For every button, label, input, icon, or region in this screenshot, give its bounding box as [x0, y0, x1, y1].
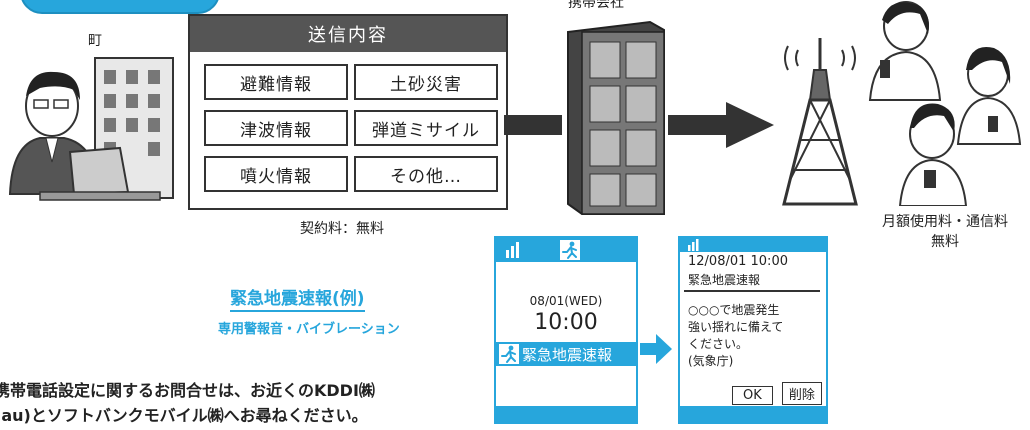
header-tab — [20, 0, 220, 14]
content-item-landslide: 土砂災害 — [354, 64, 498, 100]
signal-icon — [688, 239, 699, 251]
phone2-message-line: (気象庁) — [688, 354, 734, 368]
phone1-bottom-bar — [496, 406, 636, 422]
phone2-heading: 緊急地震速報 — [688, 273, 761, 287]
content-item-eruption: 噴火情報 — [204, 156, 348, 192]
example-subtitle: 専用警報音・バイブレーション — [218, 322, 400, 337]
phone2-message-line: ○○○で地震発生 — [688, 303, 780, 317]
phone2-message-line: ください。 — [688, 337, 749, 351]
phone1-alert-banner: 緊急地震速報 — [496, 342, 636, 366]
phone2-status-bar — [680, 238, 826, 252]
people-illustration — [868, 1, 1022, 206]
delete-button[interactable]: 削除 — [781, 382, 822, 405]
content-item-other: その他… — [354, 156, 498, 192]
carrier-label: 携帯会社 — [568, 0, 624, 11]
content-box: 送信内容 避難情報 土砂災害 津波情報 弾道ミサイル 噴火情報 その他… — [188, 14, 508, 210]
phone1-date: 08/01(WED) — [529, 294, 603, 308]
signal-icon — [506, 242, 519, 258]
phone2-message: ○○○で地震発生 強い揺れに備えて ください。 (気象庁) — [688, 302, 783, 370]
phone2-datetime: 12/08/01 10:00 — [688, 254, 788, 269]
evacuation-runner-icon — [499, 344, 519, 364]
phone1-alert-text: 緊急地震速報 — [522, 346, 613, 364]
phone1-time: 10:00 — [534, 310, 598, 335]
monthly-fee-line2: 無料 — [931, 234, 959, 250]
footer-line2: (au)とソフトバンクモバイル㈱へお尋ねください。 — [0, 406, 368, 425]
broadcast-tower-icon — [782, 38, 858, 206]
flow-arrow — [504, 102, 774, 148]
phone-screen-alert: 08/01(WED) 10:00 緊急地震速報 — [494, 236, 638, 424]
content-item-evacuation: 避難情報 — [204, 64, 348, 100]
phone2-message-line: 強い揺れに備えて — [688, 320, 784, 334]
content-item-tsunami: 津波情報 — [204, 110, 348, 146]
phone2-bottom-bar — [680, 406, 826, 422]
monthly-fee-label: 月額使用料・通信料 無料 — [870, 212, 1020, 252]
footer-note: 携帯電話設定に関するお問合せは、お近くのKDDI㈱ (au)とソフトバンクモバイ… — [0, 378, 375, 428]
carrier-server-illustration — [567, 20, 665, 215]
content-item-missile: 弾道ミサイル — [354, 110, 498, 146]
phone2-button-row: OK 削除 — [732, 382, 822, 405]
phone2-divider — [684, 290, 820, 292]
town-label: 町 — [88, 33, 102, 49]
phone1-status-bar — [496, 238, 636, 262]
town-official-illustration — [8, 57, 174, 201]
ok-button[interactable]: OK — [732, 386, 773, 405]
phone-transition-arrow — [640, 334, 672, 364]
monthly-fee-line1: 月額使用料・通信料 — [882, 214, 1008, 230]
phone-screen-message: 12/08/01 10:00 緊急地震速報 ○○○で地震発生 強い揺れに備えて … — [678, 236, 828, 424]
content-box-title: 送信内容 — [190, 16, 506, 52]
contract-fee-label: 契約料：無料 — [300, 221, 384, 237]
evacuation-runner-icon — [560, 240, 580, 260]
footer-line1: 携帯電話設定に関するお問合せは、お近くのKDDI㈱ — [0, 381, 375, 400]
example-title: 緊急地震速報(例) — [230, 284, 365, 312]
